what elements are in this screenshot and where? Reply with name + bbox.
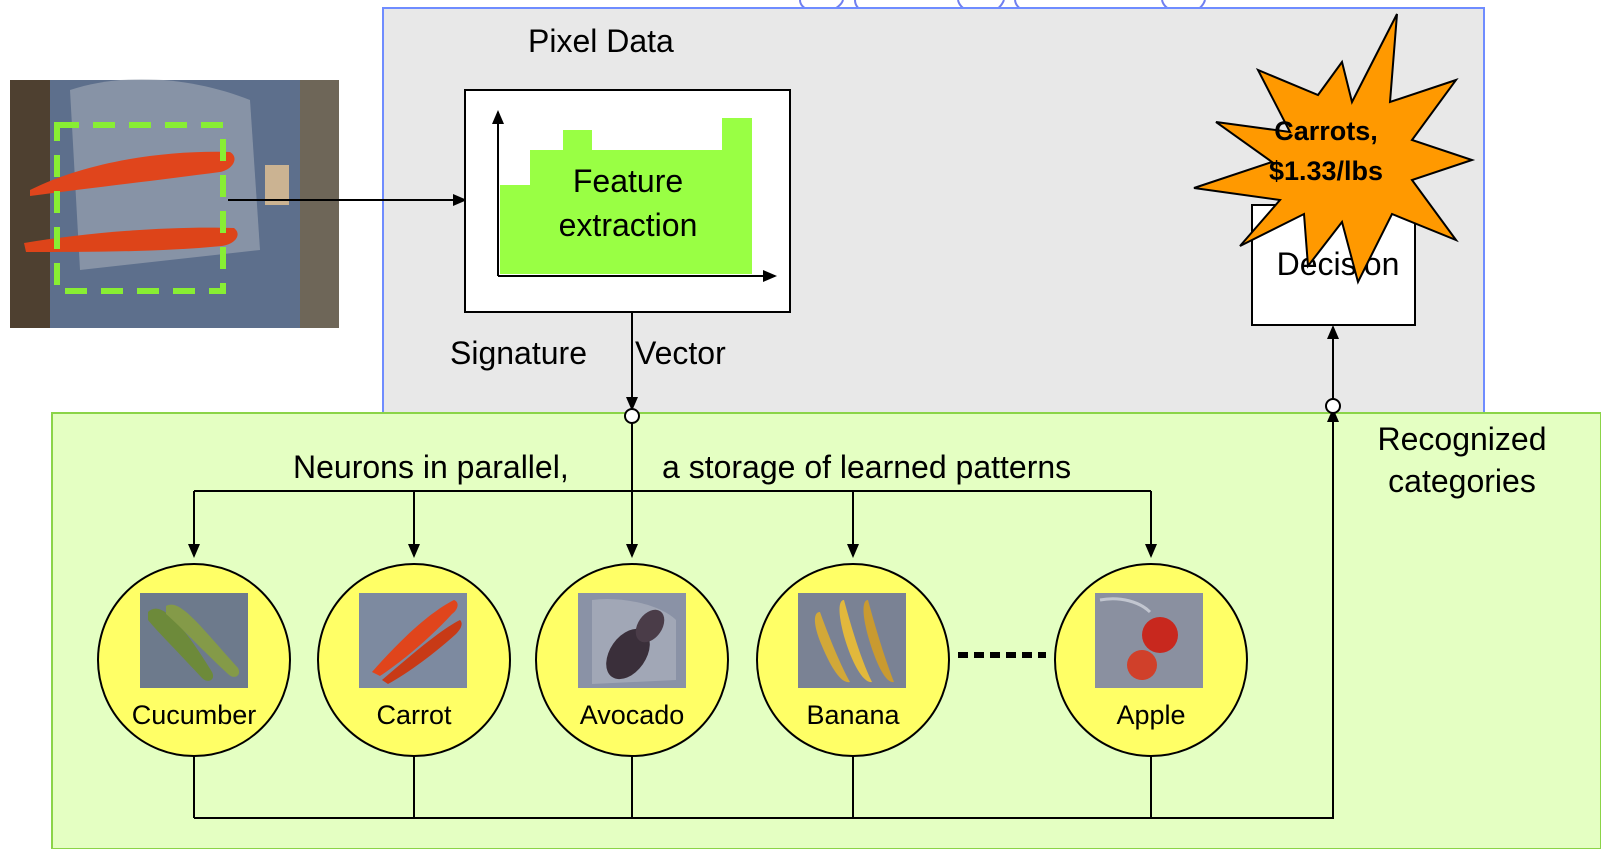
distribution-arrows	[188, 491, 1157, 558]
avocado-thumbnail	[578, 593, 686, 688]
neuron-carrot: Carrot	[317, 563, 511, 757]
recognized-line2: categories	[1388, 463, 1536, 499]
neurons-label-right: a storage of learned patterns	[662, 449, 1071, 485]
burst-line1: Carrots,	[1274, 116, 1378, 146]
signature-label: Signature	[450, 335, 587, 371]
output-node	[1325, 398, 1341, 414]
burst-line2: $1.33/lbs	[1269, 156, 1383, 186]
output-bus	[193, 419, 1334, 819]
recognized-line1: Recognized	[1378, 421, 1547, 457]
decision-label: Decision	[1277, 246, 1400, 282]
feature-histogram	[500, 118, 752, 274]
signature-node	[624, 408, 640, 424]
pixel-data-label: Pixel Data	[528, 23, 674, 59]
input-photo	[10, 79, 339, 328]
vector-label: Vector	[635, 335, 726, 371]
neuron-label-apple: Apple	[1116, 700, 1185, 730]
feature-label-line1: Feature	[573, 163, 683, 199]
feature-label-line2: extraction	[559, 207, 698, 243]
neuron-label-cucumber: Cucumber	[132, 700, 257, 730]
banana-thumbnail	[798, 593, 906, 688]
neuron-label-carrot: Carrot	[376, 700, 452, 730]
carrot-thumbnail	[359, 593, 467, 688]
neuron-label-banana: Banana	[806, 700, 900, 730]
neuron-banana: Banana	[756, 563, 950, 757]
neuron-cucumber: Cucumber	[97, 563, 291, 757]
roi-dashed-box	[54, 122, 226, 294]
neuron-apple: Apple	[1054, 563, 1248, 757]
neurons-label-left: Neurons in parallel,	[293, 449, 569, 485]
apple-thumbnail	[1095, 593, 1203, 688]
neuron-avocado: Avocado	[535, 563, 729, 757]
neuron-label-avocado: Avocado	[580, 700, 685, 730]
cucumber-thumbnail	[140, 593, 248, 688]
price-burst	[1193, 13, 1476, 285]
feature-extraction-box: Feature extraction	[464, 89, 791, 313]
